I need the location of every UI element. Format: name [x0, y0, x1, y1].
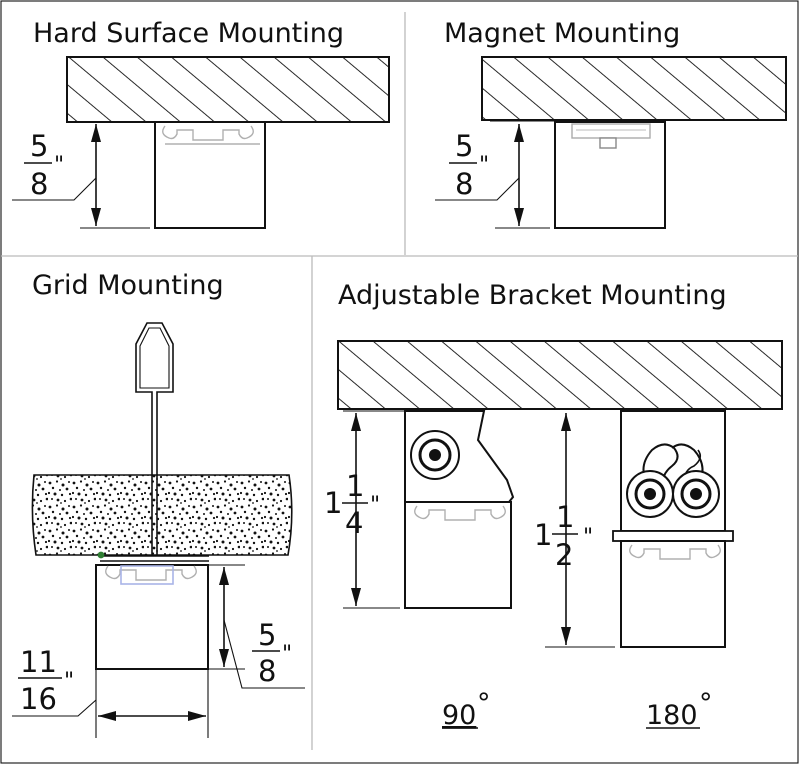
hanger-wire-inner: [139, 327, 170, 389]
arrow-down: [219, 649, 229, 667]
led-strip: [120, 565, 174, 585]
magnet-stem: [599, 137, 617, 149]
dim-90-unit: ": [370, 493, 380, 518]
dim-width-unit: ": [64, 669, 74, 694]
arrow-down-180: [561, 627, 571, 645]
dim-180-unit: ": [583, 525, 593, 550]
arrow-left: [98, 711, 116, 721]
ceiling-tile: [31, 474, 293, 556]
dim-height-numerator: 5: [258, 618, 276, 652]
bracket-90-assembly: [404, 410, 515, 609]
dim-unit: ": [479, 153, 489, 178]
panel-magnet: Magnet Mounting 5 8 ": [435, 18, 787, 229]
label-180: 180: [646, 700, 698, 731]
arrow-up: [219, 567, 229, 585]
label-90: 90: [442, 700, 476, 731]
fixture-body: [95, 564, 209, 670]
dim-height-denominator: 8: [258, 654, 276, 688]
hanger-wire-outer: [135, 322, 174, 556]
dim-width-denominator: 16: [20, 682, 57, 716]
bracket-slot-left: [642, 443, 679, 489]
dim-denominator: 8: [30, 167, 48, 201]
dim-90-whole: 1: [324, 486, 342, 520]
dim-unit: ": [54, 153, 64, 178]
arrow-up-90: [351, 413, 361, 431]
dim-180-denominator: 2: [555, 538, 573, 572]
glue-dot: [97, 551, 105, 559]
ceiling-hatch: [66, 56, 390, 123]
grid-tee: [100, 555, 209, 562]
title-bracket: Adjustable Bracket Mounting: [338, 280, 727, 311]
dim-90-denominator: 4: [345, 506, 363, 540]
arrow-up-180: [561, 413, 571, 431]
dim-90-numerator: 1: [346, 469, 364, 503]
label-180-degree: °: [699, 688, 713, 719]
magnet-plate: [571, 123, 651, 139]
arrow-down: [91, 208, 101, 226]
panel-grid: Grid Mounting 5 8 " 11 16 ": [12, 270, 305, 738]
dim-numerator: 5: [455, 129, 473, 163]
dim-180-numerator: 1: [556, 500, 574, 534]
leader-line-width: [12, 699, 97, 717]
title-grid: Grid Mounting: [32, 270, 224, 301]
dim-numerator: 5: [30, 129, 48, 163]
title-magnet: Magnet Mounting: [444, 18, 680, 49]
label-90-degree: °: [477, 688, 491, 719]
leader-line: [12, 177, 97, 201]
dim-width-numerator: 11: [20, 645, 57, 679]
dim-height-unit: ": [282, 642, 292, 667]
arrow-up: [91, 124, 101, 142]
screw-socket-180-left: [644, 488, 656, 500]
mounting-clip-90: [414, 505, 506, 521]
bracket-180-flange: [612, 530, 734, 542]
arrow-right: [188, 711, 206, 721]
leader-line: [435, 177, 520, 201]
arrow-up: [514, 124, 524, 142]
dim-denominator: 8: [455, 167, 473, 201]
screw-socket-180-right: [690, 488, 702, 500]
panel-bracket: Adjustable Bracket Mounting 1 1 4 ": [324, 280, 783, 731]
ceiling-hatch: [337, 340, 783, 410]
arrow-down-90: [351, 588, 361, 606]
arrow-down: [514, 208, 524, 226]
screw-socket-90: [429, 449, 441, 461]
leader-line-height: [223, 619, 305, 689]
bracket-180-assembly: [612, 410, 734, 648]
title-hard-surface: Hard Surface Mounting: [33, 18, 344, 49]
dim-180-whole: 1: [534, 518, 552, 552]
panel-hard-surface: Hard Surface Mounting 5 8 ": [12, 18, 390, 229]
ceiling-hatch: [481, 56, 787, 121]
mounting-clip: [105, 565, 197, 581]
mounting-clip: [162, 125, 254, 141]
mounting-clip-180: [629, 544, 721, 560]
